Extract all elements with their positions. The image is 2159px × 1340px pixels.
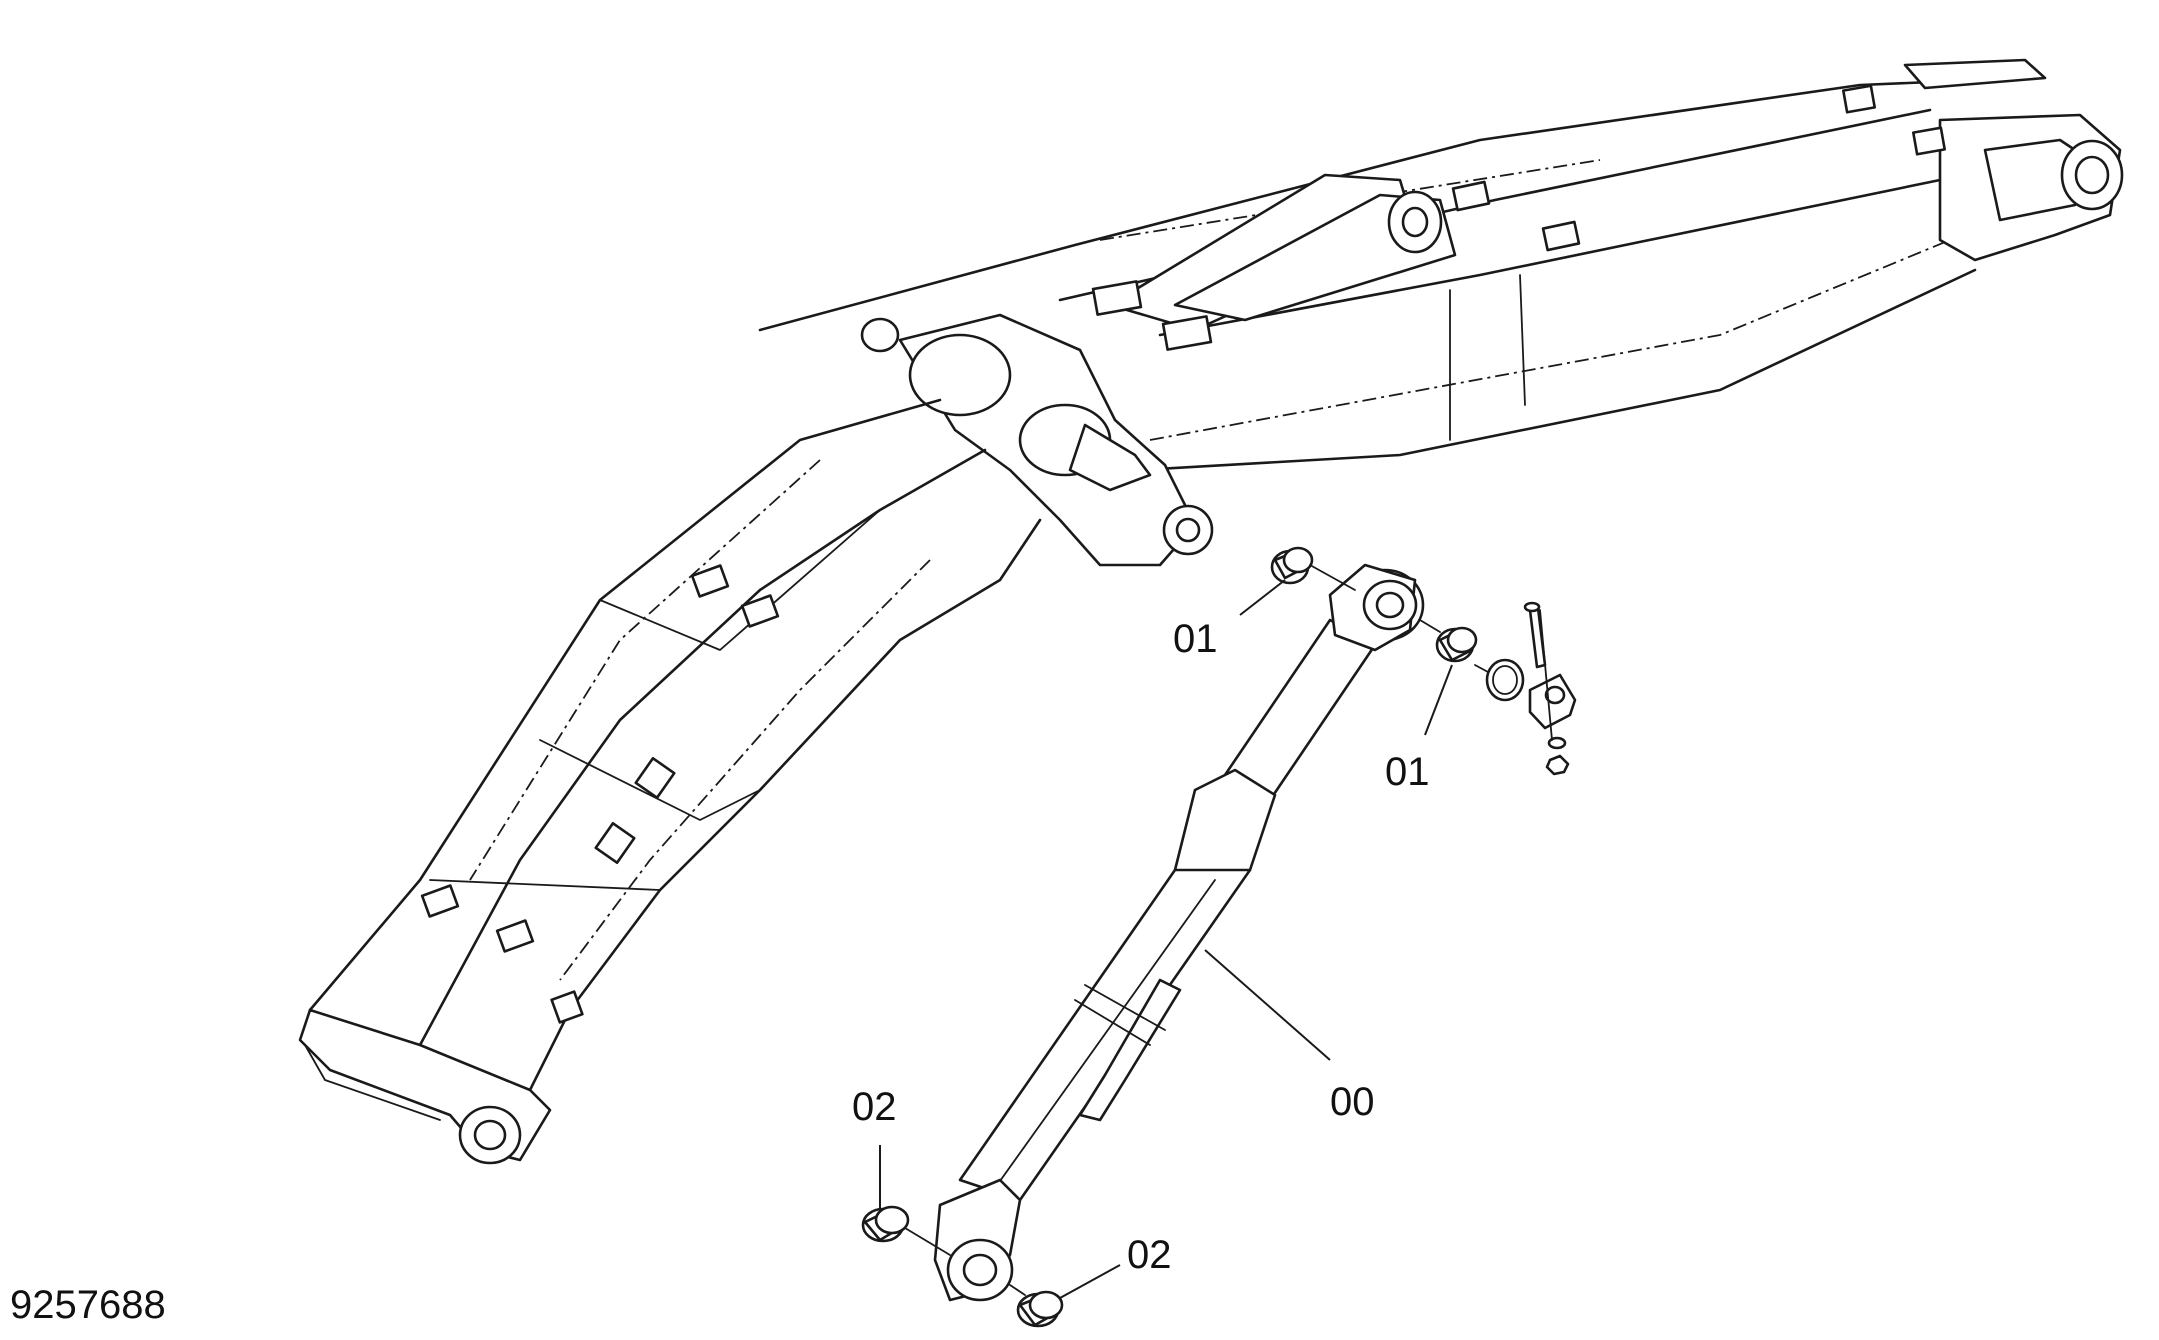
upper-bushings: [1270, 546, 1478, 663]
boom-upper-side-edge: [1158, 178, 1942, 337]
boom-clip-3: [1091, 280, 1143, 316]
boom-upper-panel-line: [1449, 274, 1526, 441]
hinge-cap: [860, 317, 900, 353]
callout-leaders: [879, 579, 1453, 1299]
lower-clip-7: [550, 990, 584, 1024]
callout-02-right: 02: [1127, 1233, 1172, 1277]
hinge-boss-left: [908, 333, 1012, 417]
cylinder-pipe: [1078, 978, 1182, 1122]
leader-01-left: [1239, 579, 1286, 616]
boom-lower-hidden-line: [469, 459, 931, 981]
cylinder-clamp: [1074, 984, 1166, 1046]
boom-tip-clip-1: [1842, 84, 1876, 114]
bracket-clip-1: [1451, 180, 1491, 212]
boom-tip-pin-hole: [2074, 155, 2110, 195]
callout-02-left: 02: [852, 1085, 897, 1129]
boom-lower-bottom-edge: [528, 518, 1042, 1092]
bracket-pin-hole: [1401, 206, 1429, 238]
pin-hardware: [1474, 601, 1577, 776]
lower-bushings: [861, 1205, 1064, 1328]
cylinder-rod: [1223, 618, 1377, 802]
lower-clip-4: [594, 821, 636, 865]
boom-tip-clip-2: [1912, 126, 1946, 156]
collar-hole: [1544, 685, 1566, 705]
callout-00: 00: [1330, 1080, 1375, 1124]
bottom-eye-hole: [962, 1253, 998, 1287]
leader-02-right: [1059, 1264, 1121, 1299]
lower-bushing-right: [1016, 1290, 1064, 1328]
boom: [298, 58, 2124, 1165]
lower-clip-3: [634, 756, 676, 800]
boom-lower-ridge: [418, 448, 987, 1047]
pin-washer-inner: [1492, 665, 1518, 695]
boom-foot: [298, 1008, 552, 1165]
callout-01-right: 01: [1385, 750, 1430, 794]
boom-lower-top-edge: [308, 398, 942, 1012]
lower-bushing-left: [861, 1205, 910, 1243]
boom-clip-4: [1161, 315, 1213, 351]
boom-lower-clips: [420, 564, 780, 1024]
boom-center-hinge: [860, 313, 1214, 567]
boom-lower-panel-lines: [429, 509, 881, 891]
boom-top-bracket: [1091, 173, 1581, 351]
upper-bushing-left: [1270, 546, 1314, 585]
lower-clip-5: [420, 884, 460, 918]
hardware-centerline: [1474, 609, 1553, 741]
cylinder-mount-hole: [1175, 517, 1201, 543]
upper-bushing-right: [1435, 626, 1478, 663]
rod-eye-hole: [1375, 591, 1405, 619]
leader-00: [1204, 949, 1331, 1061]
leader-01-right: [1424, 664, 1453, 736]
boom-upper-bottom-edge: [1138, 268, 1977, 472]
drawing-number: 9257688: [10, 1283, 166, 1327]
bracket-clip-2: [1541, 220, 1581, 252]
lower-clip-2: [740, 594, 780, 628]
hinge-shaft: [1068, 423, 1152, 492]
upper-centerline: [1309, 564, 1441, 633]
boom-cylinder: [933, 563, 1425, 1302]
cylinder-tube-line: [989, 879, 1216, 1196]
bolt-washer: [1547, 736, 1567, 750]
boom-tip-pin: [1903, 58, 2047, 90]
boom-foot-edge: [304, 1044, 441, 1121]
callout-01-left: 01: [1173, 617, 1218, 661]
lower-clip-1: [690, 564, 730, 598]
bolt-nut: [1545, 754, 1570, 776]
boom-foot-hole: [473, 1119, 507, 1151]
boom-tip: [1842, 58, 2124, 262]
boom-upper-top-edge: [758, 78, 1982, 332]
lower-clip-6: [495, 919, 535, 953]
pin-bolt-head: [1523, 601, 1541, 613]
lower-centerline: [904, 1227, 1026, 1296]
bracket-plate-right: [1173, 193, 1457, 322]
